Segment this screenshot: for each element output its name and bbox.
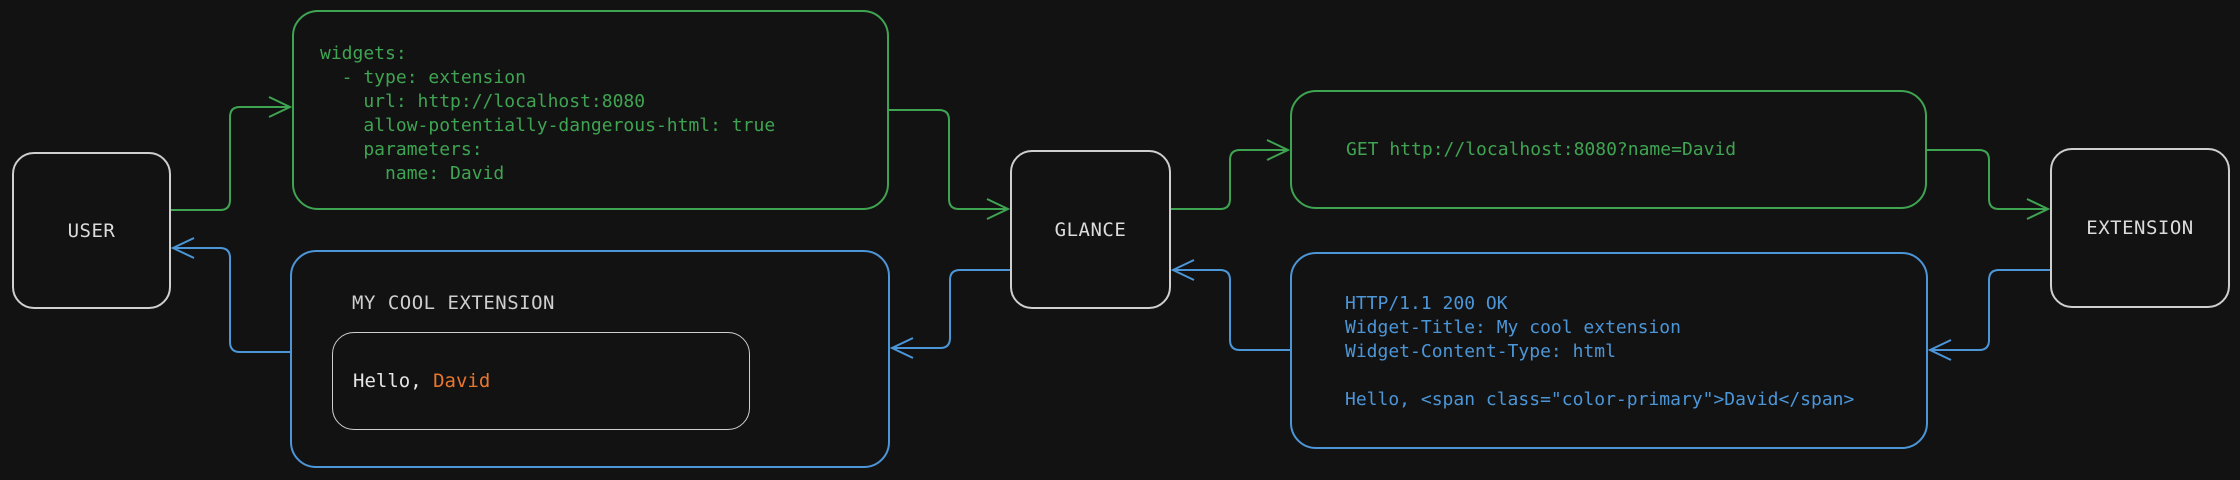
widget-preview-inner-box: Hello, David [332, 332, 750, 430]
glance-node: GLANCE [1010, 150, 1171, 309]
edge-extension-to-response [1927, 269, 2050, 361]
greeting-name-highlight: David [433, 370, 491, 392]
http-request-code: GET http://localhost:8080?name=David [1346, 138, 1737, 160]
extension-node-label: EXTENSION [2086, 217, 2194, 239]
user-node: USER [12, 152, 171, 309]
edge-user-to-config [170, 96, 293, 211]
edge-response-to-glance [1170, 259, 1290, 351]
edge-request-to-extension [1927, 149, 2051, 220]
config-yaml-box: widgets: - type: extension url: http://l… [292, 10, 889, 210]
widget-preview-box: MY COOL EXTENSION Hello, David [290, 250, 890, 468]
http-response-box: HTTP/1.1 200 OK Widget-Title: My cool ex… [1290, 252, 1928, 449]
http-request-box: GET http://localhost:8080?name=David [1290, 90, 1927, 209]
edge-config-to-glance [889, 109, 1011, 220]
edge-glance-to-request [1171, 139, 1291, 210]
widget-preview-title: MY COOL EXTENSION [352, 292, 555, 314]
extension-node: EXTENSION [2050, 148, 2230, 308]
user-node-label: USER [67, 219, 116, 242]
edge-glance-to-preview [889, 269, 1010, 359]
http-response-code: HTTP/1.1 200 OK Widget-Title: My cool ex… [1345, 293, 1855, 410]
greeting-text: Hello, [353, 370, 434, 392]
glance-node-label: GLANCE [1054, 218, 1127, 241]
config-yaml-code: widgets: - type: extension url: http://l… [320, 43, 776, 184]
edge-preview-to-user [170, 237, 290, 353]
